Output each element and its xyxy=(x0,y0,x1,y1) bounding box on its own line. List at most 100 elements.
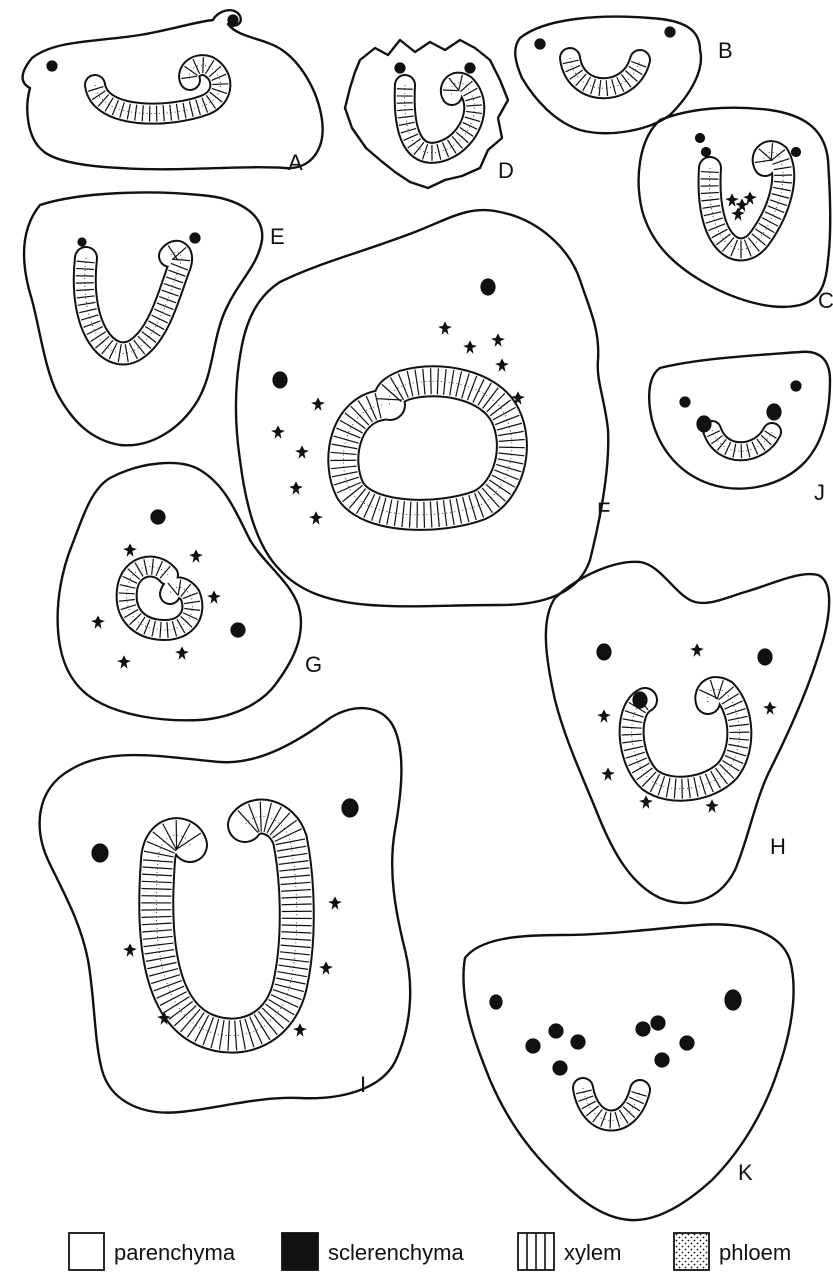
panel-J: J xyxy=(649,352,830,505)
secretory-cell xyxy=(320,962,332,974)
secretory-cell xyxy=(176,647,188,659)
xylem-vessel-line xyxy=(499,447,525,448)
panel-label: E xyxy=(270,224,285,249)
legend: parenchyma sclerenchyma xylem phloem xyxy=(69,1233,791,1270)
sclerenchyma-strand xyxy=(680,397,690,407)
panel-I: I xyxy=(40,708,411,1112)
parenchyma-swatch xyxy=(69,1233,104,1270)
phloem-swatch xyxy=(674,1233,709,1270)
panel-K: K xyxy=(463,924,793,1220)
sclerenchyma-strand xyxy=(465,63,475,73)
panel-label: B xyxy=(718,38,733,63)
sclerenchyma-strand xyxy=(231,623,245,637)
secretory-cell xyxy=(640,796,652,808)
panel-D: D xyxy=(345,40,514,188)
secretory-cell xyxy=(124,944,136,956)
secretory-cell xyxy=(744,192,756,204)
secretory-cell xyxy=(464,341,476,353)
legend-item-phloem: phloem xyxy=(674,1233,791,1270)
sclerenchyma-strand xyxy=(680,1036,694,1050)
panel-label: K xyxy=(738,1160,753,1185)
sclerenchyma-strand xyxy=(767,404,781,420)
xylem-vessel-line xyxy=(282,925,312,926)
secretory-cell xyxy=(296,446,308,458)
panel-label: C xyxy=(818,288,833,313)
legend-label: sclerenchyma xyxy=(328,1240,464,1265)
xylem-vessel-line xyxy=(203,57,204,73)
sclerenchyma-strand xyxy=(342,799,358,817)
legend-label: parenchyma xyxy=(114,1240,236,1265)
vascular-bundle xyxy=(119,559,200,638)
sclerenchyma-swatch xyxy=(282,1233,318,1270)
sclerenchyma-strand xyxy=(190,233,200,243)
secretory-cell xyxy=(124,544,136,556)
sclerenchyma-strand xyxy=(78,238,86,246)
secretory-cell xyxy=(118,656,130,668)
vascular-bundle xyxy=(397,75,483,161)
section-outline xyxy=(639,108,831,307)
panel-label: H xyxy=(770,834,786,859)
vascular-bundle xyxy=(76,245,190,362)
sclerenchyma-strand xyxy=(273,372,287,388)
xylem-band xyxy=(583,1088,640,1121)
sclerenchyma-strand xyxy=(553,1061,567,1075)
sclerenchyma-strand xyxy=(655,1053,669,1067)
secretory-cell xyxy=(294,1024,306,1036)
secretory-cell xyxy=(706,800,718,812)
legend-label: phloem xyxy=(719,1240,791,1265)
panel-label: J xyxy=(814,480,825,505)
legend-item-sclerenchyma: sclerenchyma xyxy=(282,1233,464,1270)
xylem-vessel-line xyxy=(424,502,425,528)
panel-C: C xyxy=(639,108,833,313)
panel-F: F xyxy=(236,210,610,606)
sclerenchyma-strand xyxy=(792,148,801,157)
sclerenchyma-strand xyxy=(571,1035,585,1049)
xylem-vessel-line xyxy=(282,904,312,905)
sclerenchyma-strand xyxy=(758,649,772,665)
secretory-cell xyxy=(329,897,341,909)
sclerenchyma-strand xyxy=(665,27,675,37)
vascular-bundle xyxy=(701,143,793,258)
secretory-cell xyxy=(598,710,610,722)
vascular-bundle xyxy=(576,1088,647,1128)
legend-item-parenchyma: parenchyma xyxy=(69,1233,236,1270)
secretory-cell xyxy=(310,512,322,524)
panel-A: A xyxy=(23,10,323,175)
panel-label: A xyxy=(288,150,303,175)
vascular-bundle xyxy=(563,58,646,96)
legend-item-xylem: xylem xyxy=(518,1233,621,1270)
vascular-bundle xyxy=(707,430,776,458)
sclerenchyma-strand xyxy=(549,1024,563,1038)
panel-H: H xyxy=(546,562,829,903)
secretory-cell xyxy=(691,644,703,656)
secretory-cell xyxy=(492,334,504,346)
panel-label: D xyxy=(498,158,514,183)
secretory-cell xyxy=(272,426,284,438)
secretory-cell xyxy=(602,768,614,780)
panel-B: B xyxy=(515,17,732,134)
sclerenchyma-strand xyxy=(526,1039,540,1053)
xylem-vessel-line xyxy=(212,84,228,85)
sclerenchyma-strand xyxy=(791,381,801,391)
secretory-cell xyxy=(190,550,202,562)
secretory-cell xyxy=(290,482,302,494)
secretory-cell xyxy=(312,398,324,410)
sclerenchyma-strand xyxy=(697,416,711,432)
secretory-cell xyxy=(496,359,508,371)
sclerenchyma-strand xyxy=(151,510,165,524)
secretory-cell xyxy=(764,702,776,714)
sclerenchyma-strand xyxy=(535,39,545,49)
panel-label: F xyxy=(597,498,610,523)
sclerenchyma-strand xyxy=(696,134,705,143)
xylem-vessel-line xyxy=(431,368,432,394)
xylem-vessel-line xyxy=(622,734,642,735)
section-outline xyxy=(546,562,829,903)
xylem-vessel-line xyxy=(119,593,135,594)
sclerenchyma-strand xyxy=(597,644,611,660)
vascular-bundle xyxy=(330,368,525,528)
section-outline xyxy=(236,210,608,606)
sclerenchyma-strand xyxy=(725,990,741,1010)
secretory-cell xyxy=(732,208,744,220)
section-outline xyxy=(24,192,262,445)
sclerenchyma-strand xyxy=(47,61,57,71)
